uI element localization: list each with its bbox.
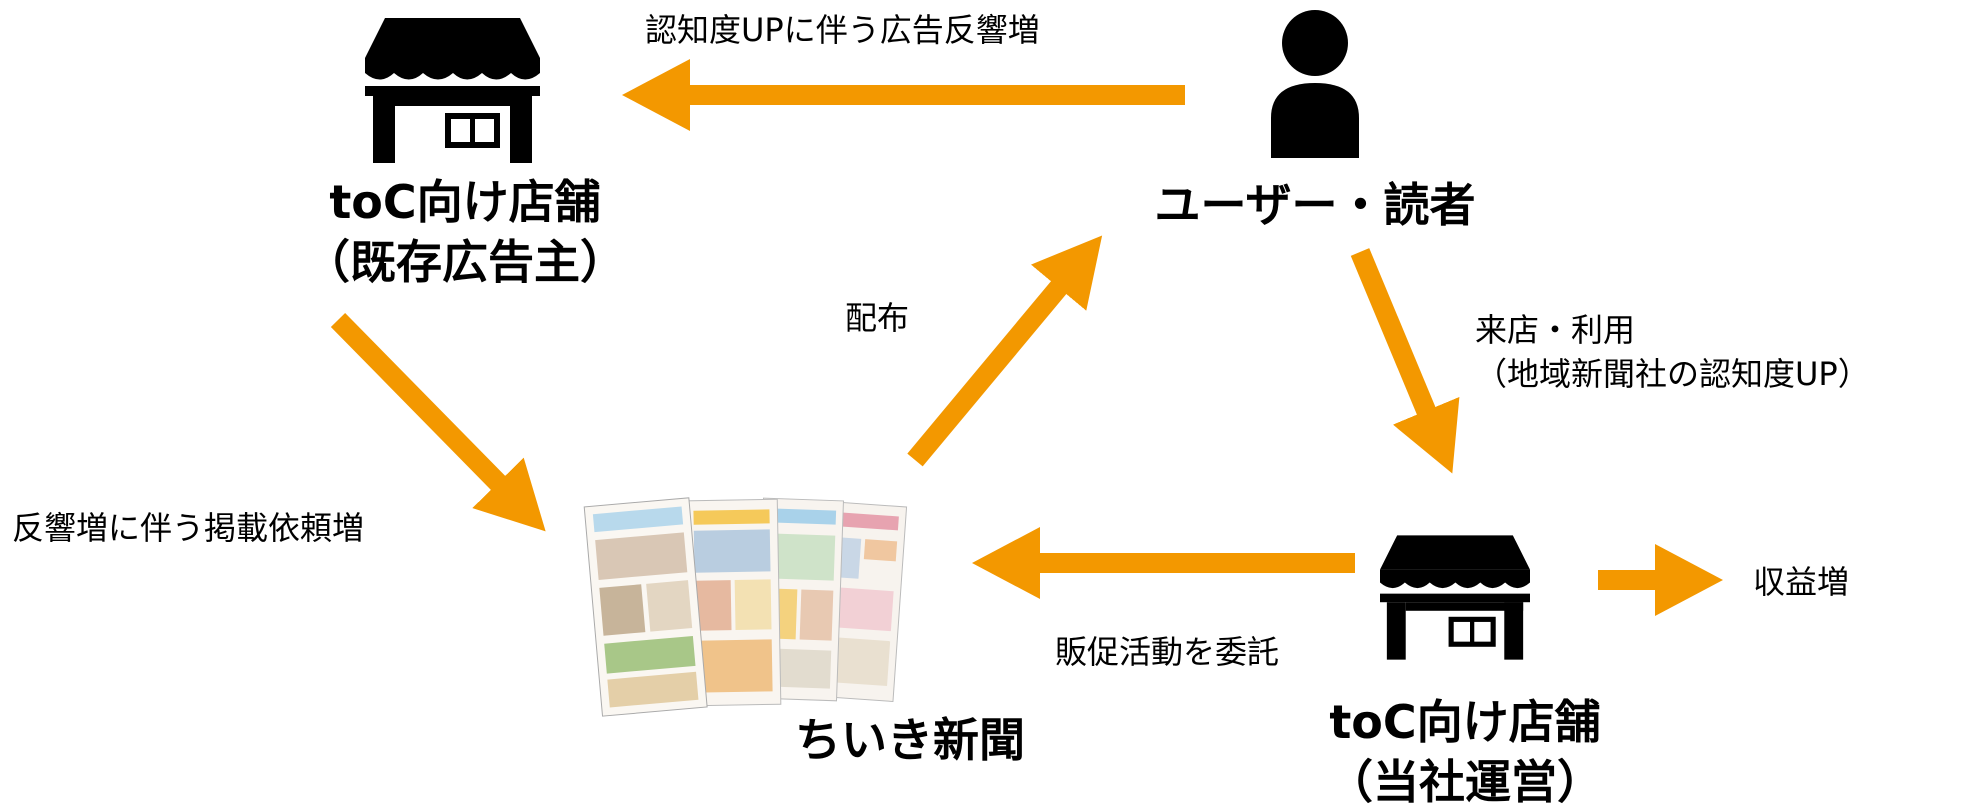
newspaper-page-1: [583, 497, 708, 717]
label-store-own-to-newspaper: 販促活動を委託: [1055, 633, 1280, 671]
person-icon: [1271, 10, 1359, 158]
store-own-line2: （当社運営）: [1327, 755, 1603, 809]
arrow-store-existing-to-newspaper: [330, 312, 546, 532]
store-existing-line2: （既存広告主）: [304, 235, 626, 289]
store-existing-title: toC向け店舗 （既存広告主）: [300, 172, 630, 292]
label-store-existing-to-newspaper: 反響増に伴う掲載依頼増: [12, 509, 365, 547]
label-revenue: 収益増: [1753, 563, 1850, 601]
newspaper-page-2: [684, 498, 782, 707]
newspaper-stack-icon: [575, 480, 935, 720]
arrow-user-to-store-own: [1350, 248, 1460, 474]
storefront-icon: [1380, 535, 1530, 660]
user-title: ユーザー・読者: [1154, 178, 1476, 232]
label-user-to-store-own-line1: 来店・利用: [1475, 311, 1636, 349]
storefront-icon: [365, 18, 540, 163]
store-own-line1: toC向け店舗: [1329, 695, 1601, 749]
store-existing-line1: toC向け店舗: [329, 175, 601, 229]
label-newspaper-to-user: 配布: [845, 299, 910, 337]
store-own-title: toC向け店舗 （当社運営）: [1300, 692, 1630, 812]
newspaper-title: ちいき新聞: [795, 713, 1025, 767]
arrow-newspaper-to-user: [907, 235, 1103, 467]
label-user-to-store-existing: 認知度UPに伴う広告反響増: [645, 11, 1040, 49]
label-user-to-store-own-line2: （地域新聞社の認知度UP）: [1475, 355, 1870, 393]
